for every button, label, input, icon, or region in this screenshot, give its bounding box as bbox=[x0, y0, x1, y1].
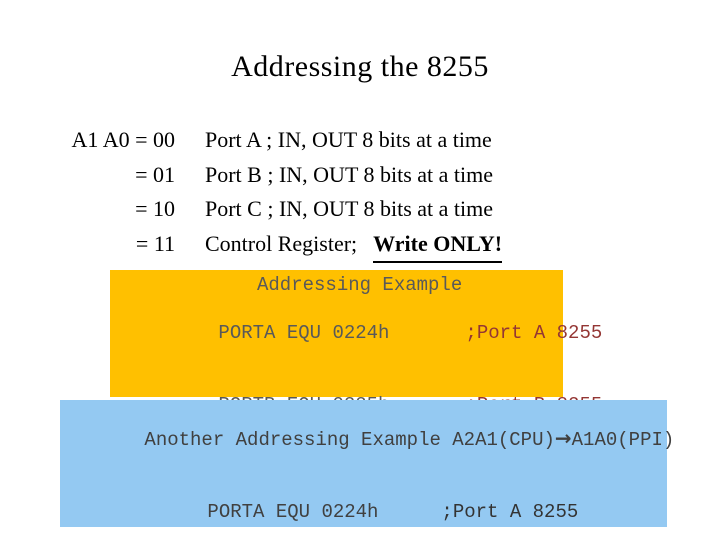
heading-text: Another Addressing Example A2A1(CPU) bbox=[144, 429, 555, 451]
code-line: PORTA EQU 0224h ;Port A 8255 bbox=[76, 476, 667, 540]
address-mode-row: = 11 Control Register; Write ONLY! bbox=[60, 227, 503, 263]
code-line: PORTA EQU 0224h ;Port A 8255 bbox=[150, 297, 602, 369]
write-only-warning: Write ONLY! bbox=[373, 227, 503, 263]
address-mode-row: = 10 Port C ; IN, OUT 8 bits at a time bbox=[60, 192, 502, 227]
addressing-example-box: Addressing Example PORTA EQU 0224h ;Port … bbox=[110, 270, 614, 540]
code-comment: ;Port A 8255 bbox=[441, 501, 579, 523]
heading-text: A1A0(PPI) bbox=[571, 429, 675, 451]
address-description: Port A ; IN, OUT 8 bits at a time bbox=[205, 127, 492, 152]
code-line: STAT EQU 0227h;Control Port bbox=[150, 513, 613, 540]
address-mode-row: = 01 Port B ; IN, OUT 8 bits at a time bbox=[60, 158, 502, 193]
code-comment: ;Port A 8255 bbox=[465, 322, 603, 344]
right-arrow-icon: → bbox=[554, 426, 572, 450]
address-bits: = 10 bbox=[135, 196, 175, 221]
address-mode-list: A1 A0 = 00 Port A ; IN, OUT 8 bits at a … bbox=[60, 123, 503, 263]
another-addressing-example-heading: Another Addressing Example A2A1(CPU)→A1A… bbox=[76, 402, 674, 476]
code-statement: PORTA EQU 0224h bbox=[218, 322, 390, 344]
code-comment: ;Control Port bbox=[465, 538, 613, 540]
address-description: Port C ; IN, OUT 8 bits at a time bbox=[205, 196, 494, 221]
address-bits: A1 A0 = 00 bbox=[71, 127, 175, 152]
another-addressing-example-box: Another Addressing Example A2A1(CPU)→A1A… bbox=[60, 400, 674, 527]
code-statement: PORTA EQU 0224h bbox=[207, 501, 379, 523]
address-mode-row: A1 A0 = 00 Port A ; IN, OUT 8 bits at a … bbox=[60, 123, 502, 158]
addressing-example-heading: Addressing Example bbox=[257, 274, 463, 296]
address-bits: = 01 bbox=[135, 161, 175, 187]
address-description: Port B ; IN, OUT 8 bits at a time bbox=[205, 161, 494, 187]
code-statement: STAT EQU 0227h bbox=[218, 537, 465, 540]
address-bits: = 11 bbox=[135, 230, 175, 256]
address-description: Control Register; bbox=[205, 230, 358, 256]
slide-title: Addressing the 8255 bbox=[231, 50, 489, 83]
